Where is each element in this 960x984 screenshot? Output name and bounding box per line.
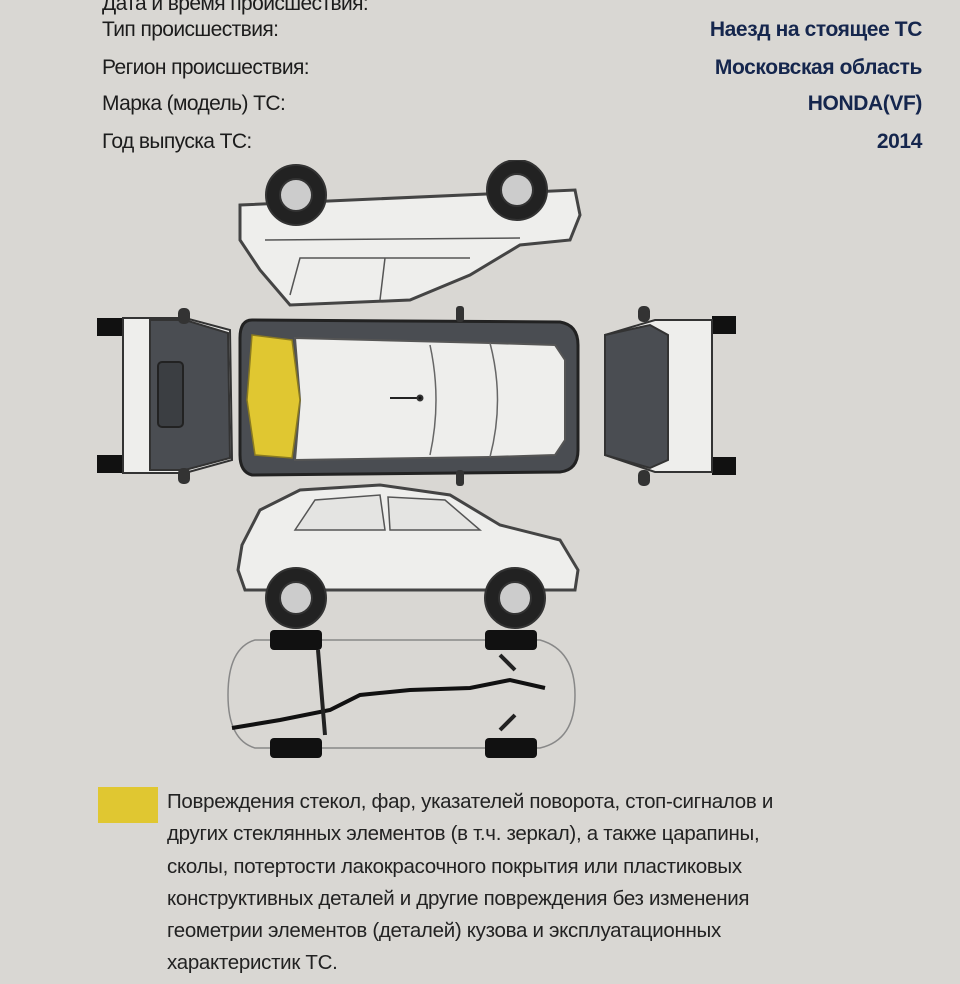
car-rear-view <box>97 308 234 484</box>
detail-row-region: Регион происшествия: Московская область <box>102 56 922 86</box>
car-top-view <box>238 306 580 486</box>
car-side-view-lower <box>236 483 580 629</box>
legend-text: Повреждения стекол, фар, указателей пово… <box>167 790 773 984</box>
detail-label: Регион происшествия: <box>102 56 310 79</box>
detail-row-type: Тип происшествия: Наезд на стоящее ТС <box>102 18 922 48</box>
car-underbody-view <box>227 630 576 758</box>
detail-label: Марка (модель) ТС: <box>102 92 286 115</box>
car-side-view-upper <box>238 160 582 307</box>
detail-label: Год выпуска ТС: <box>102 130 252 153</box>
legend-line: Повреждения стекол, фар, указателей пово… <box>167 790 774 813</box>
car-front-view <box>604 306 736 486</box>
legend-color-swatch <box>98 787 158 823</box>
detail-label: Дата и время происшествия: <box>102 0 369 15</box>
car-damage-diagram <box>97 160 736 758</box>
detail-value: Наезд на стоящее ТС <box>709 18 923 41</box>
detail-label: Тип происшествия: <box>102 18 279 41</box>
detail-row-date: Дата и время происшествия: <box>102 0 922 22</box>
legend-line: геометрии элементов (деталей) кузова и э… <box>167 919 721 943</box>
detail-value: 2014 <box>876 130 923 153</box>
detail-row-year: Год выпуска ТС: 2014 <box>102 130 922 160</box>
legend-line: конструктивных деталей и другие поврежде… <box>167 886 750 910</box>
detail-value: Московская область <box>714 56 923 79</box>
legend-line: других стеклянных элементов (в т.ч. зерк… <box>167 822 760 846</box>
detail-row-model: Марка (модель) ТС: HONDA(VF) <box>102 92 922 122</box>
legend-line: сколы, потертости лакокрасочного покрыти… <box>167 854 742 878</box>
legend-line: характеристик ТС. <box>167 951 338 975</box>
rear-windshield-damage <box>246 334 301 459</box>
detail-value: HONDA(VF) <box>807 92 923 115</box>
